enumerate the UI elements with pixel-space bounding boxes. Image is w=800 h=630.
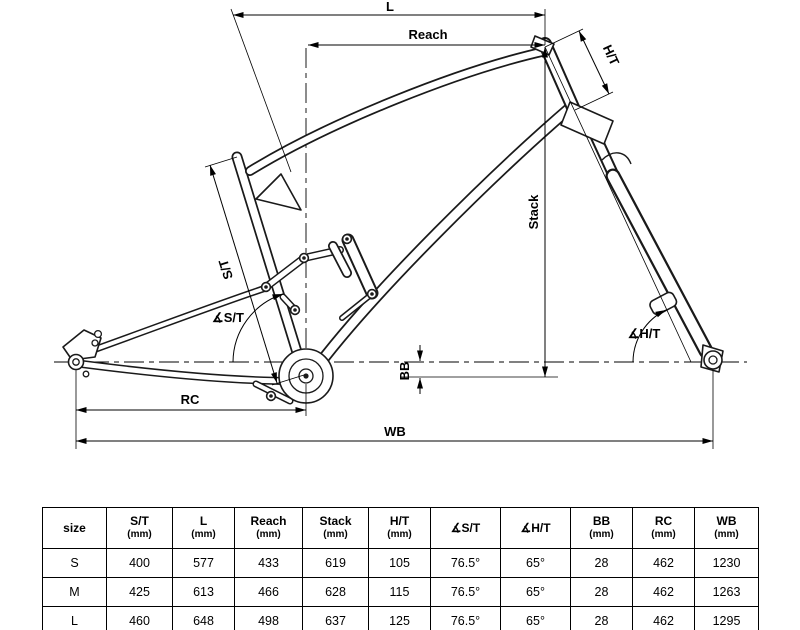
header-cell-reach: Reach(mm)	[234, 507, 303, 549]
header-cell-l: L(mm)	[172, 507, 235, 549]
seat-cluster-gusset	[255, 173, 302, 211]
cell-angle-st: 76.5°	[430, 548, 501, 578]
cell-bb: 28	[570, 548, 633, 578]
dim-label-stack: Stack	[526, 194, 541, 229]
dim-label-ht: H/T	[600, 42, 622, 67]
bike-frame	[62, 35, 724, 405]
cell-stack: 637	[302, 606, 369, 630]
header-cell-size: size	[42, 507, 107, 549]
cell-stack: 628	[302, 577, 369, 607]
angle-st-annotation: ∡S/T	[212, 293, 284, 363]
cell-rc: 462	[632, 577, 695, 607]
header-cell-stack: Stack(mm)	[302, 507, 369, 549]
header-cell-ht: H/T(mm)	[368, 507, 431, 549]
header-cell-wb: WB(mm)	[694, 507, 759, 549]
cell-l: 613	[172, 577, 235, 607]
dim-stack: Stack	[400, 47, 558, 378]
angle-label-ht: ∡H/T	[628, 326, 661, 341]
cell-l: 648	[172, 606, 235, 630]
dim-l: L	[230, 0, 546, 173]
dim-reach: Reach	[308, 27, 545, 48]
cell-reach: 498	[234, 606, 303, 630]
dim-bb-drop: BB	[397, 345, 423, 394]
cell-st: 400	[106, 548, 173, 578]
geometry-table: size S/T(mm) L(mm) Reach(mm) Stack(mm) H…	[42, 507, 759, 630]
cell-reach: 433	[234, 548, 303, 578]
cell-rc: 462	[632, 548, 695, 578]
cell-size: M	[42, 577, 107, 607]
angle-ht-annotation: ∡H/T	[628, 309, 667, 363]
fork-crown	[560, 101, 614, 145]
cell-wb: 1263	[694, 577, 759, 607]
dim-label-reach: Reach	[408, 27, 447, 42]
cell-angle-ht: 65°	[500, 548, 571, 578]
geometry-diagram: L Reach Stack H/T S/T BB	[54, 0, 747, 449]
rear-brake-mount	[93, 329, 103, 339]
header-cell-angle-ht: ∡H/T	[500, 507, 571, 549]
cell-ht: 125	[368, 606, 431, 630]
dim-wb: WB	[76, 370, 714, 449]
table-header-row: size S/T(mm) L(mm) Reach(mm) Stack(mm) H…	[42, 507, 759, 549]
cell-size: L	[42, 606, 107, 630]
dim-st-length: S/T	[204, 156, 305, 386]
cell-st: 425	[106, 577, 173, 607]
cell-stack: 619	[302, 548, 369, 578]
derailleur-hanger	[82, 370, 90, 378]
header-cell-bb: BB(mm)	[570, 507, 633, 549]
header-cell-angle-st: ∡S/T	[430, 507, 501, 549]
cell-wb: 1295	[694, 606, 759, 630]
cell-l: 577	[172, 548, 235, 578]
cell-wb: 1230	[694, 548, 759, 578]
angle-label-st: ∡S/T	[212, 310, 244, 325]
dim-label-st: S/T	[215, 257, 236, 281]
cell-bb: 28	[570, 577, 633, 607]
front-brake-caliper	[649, 291, 678, 316]
header-cell-rc: RC(mm)	[632, 507, 695, 549]
cell-angle-ht: 65°	[500, 577, 571, 607]
cell-size: S	[42, 548, 107, 578]
cell-reach: 466	[234, 577, 303, 607]
cell-ht: 105	[368, 548, 431, 578]
dim-rc: RC	[75, 370, 307, 449]
cell-rc: 462	[632, 606, 695, 630]
steering-axis-line	[544, 46, 692, 363]
cell-angle-ht: 65°	[500, 606, 571, 630]
dim-label-wb: WB	[384, 424, 406, 439]
table-row-size-l: L 460 648 498 637 125 76.5° 65° 28 462 1…	[42, 606, 759, 630]
cell-bb: 28	[570, 606, 633, 630]
cell-angle-st: 76.5°	[430, 606, 501, 630]
dim-label-l: L	[386, 0, 394, 14]
table-row-size-m: M 425 613 466 628 115 76.5° 65° 28 462 1…	[42, 577, 759, 607]
cell-angle-st: 76.5°	[430, 577, 501, 607]
header-cell-st: S/T(mm)	[106, 507, 173, 549]
fork-arch	[601, 152, 632, 165]
cell-st: 460	[106, 606, 173, 630]
top-tube	[245, 46, 551, 176]
cell-ht: 115	[368, 577, 431, 607]
dim-label-rc: RC	[181, 392, 200, 407]
dim-label-bb: BB	[397, 362, 412, 381]
table-row-size-s: S 400 577 433 619 105 76.5° 65° 28 462 1…	[42, 548, 759, 578]
